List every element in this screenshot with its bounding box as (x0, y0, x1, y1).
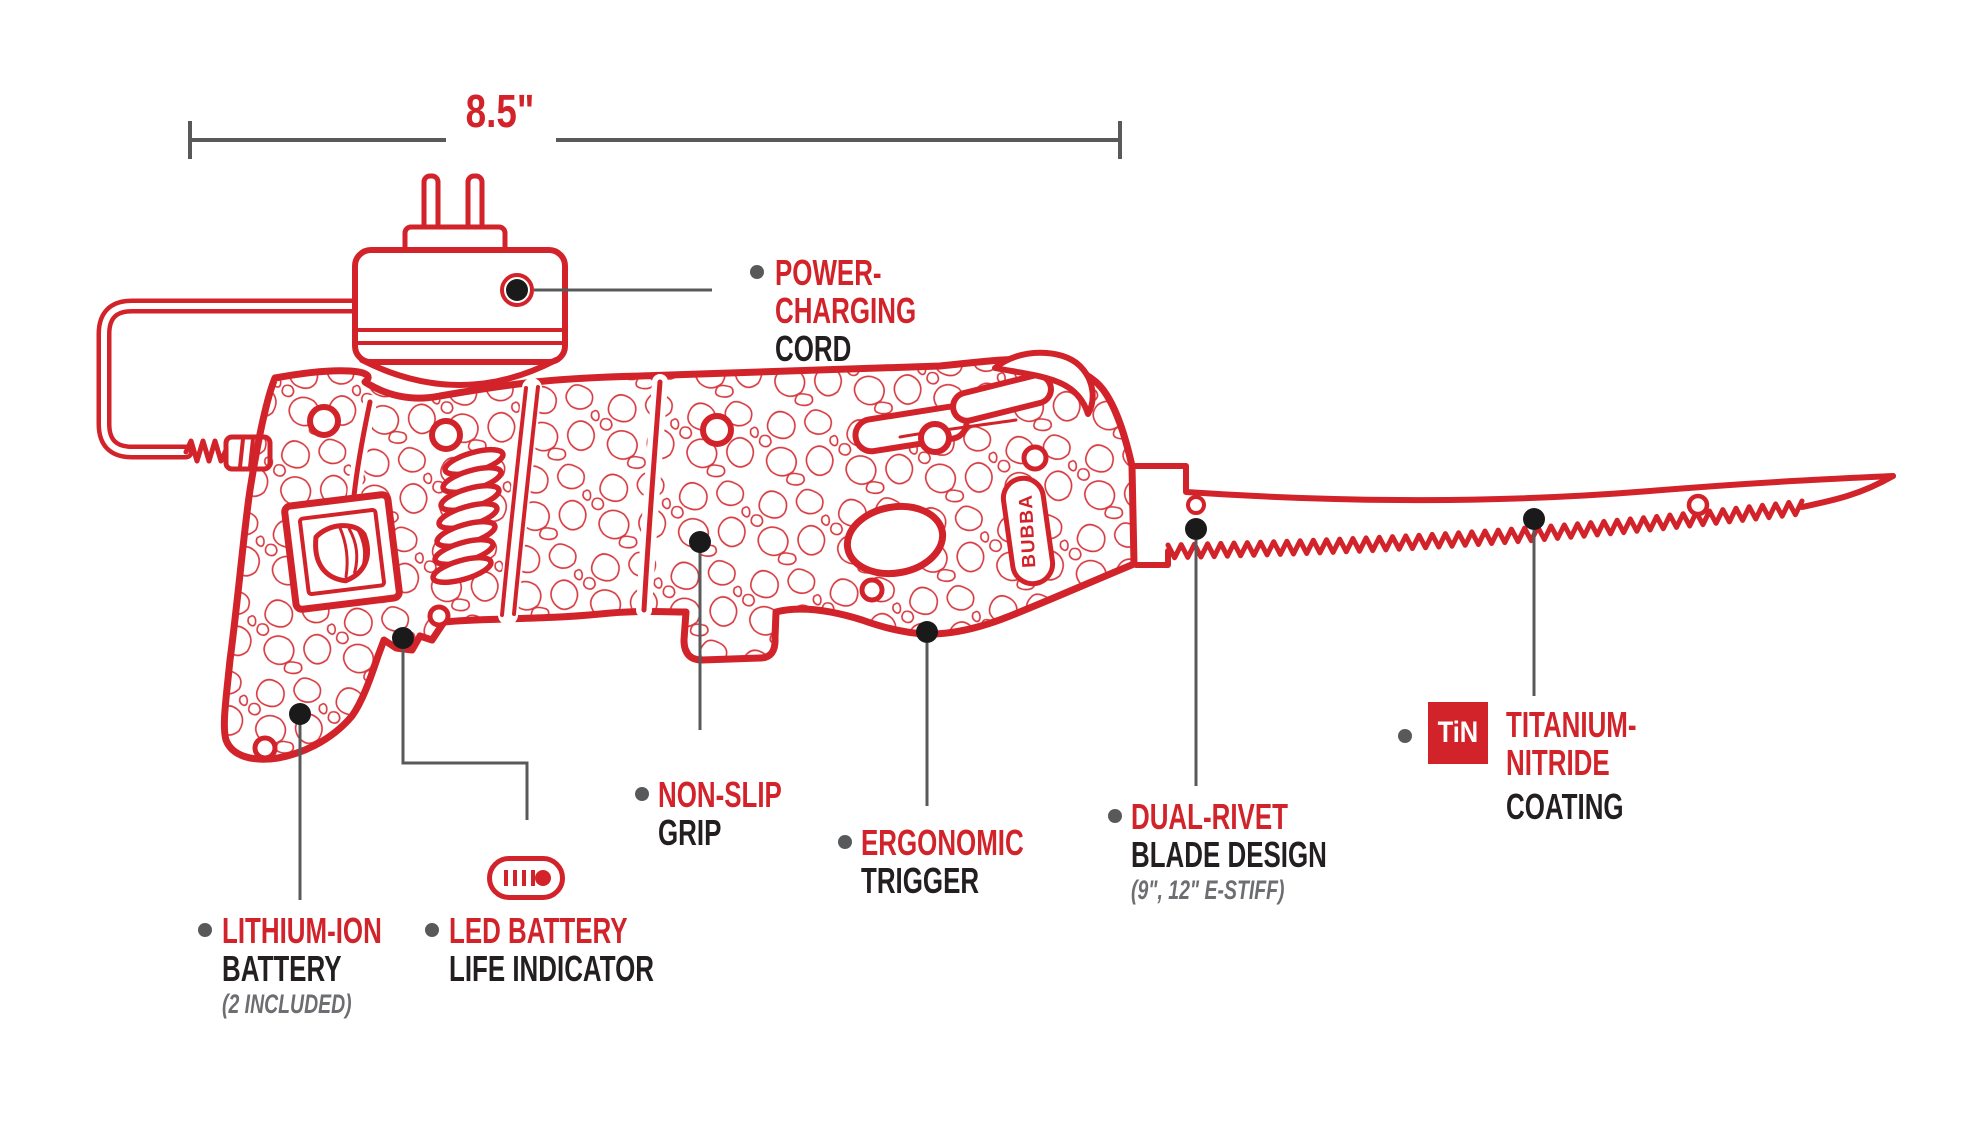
battery-label-line3: (2 INCLUDED) (222, 989, 352, 1019)
bullet-dot (1108, 809, 1122, 823)
power-cord-label-line2: CHARGING (775, 290, 917, 331)
anchor-dots (289, 273, 1545, 725)
battery-pill-icon (487, 856, 565, 900)
power-cord-label-line1: POWER- (775, 252, 882, 293)
blade-label-line3: (9", 12" E-STIFF) (1131, 875, 1285, 905)
power-cord-label-line3: CORD (775, 328, 852, 369)
brand-mark-pill: BUBBA (1000, 475, 1056, 587)
coil-detail (430, 446, 506, 586)
knife-handle-art: BUBBA (220, 349, 1138, 763)
bullet-dot (1398, 729, 1412, 743)
brand-logo-panel (281, 491, 403, 613)
bullet-dot (750, 265, 764, 279)
bullet-dot (838, 835, 852, 849)
grip-label-line1: NON-SLIP (658, 774, 782, 815)
blade-label-line1: DUAL-RIVET (1131, 796, 1288, 837)
battery-label-line2: BATTERY (222, 948, 342, 989)
rivet-dot-2 (1523, 508, 1545, 530)
led-label-line2: LIFE INDICATOR (449, 948, 654, 989)
bullet-dot (198, 923, 212, 937)
coating-label-line2: NITRIDE (1506, 742, 1610, 783)
bullet-dot (635, 787, 649, 801)
brand-mark-text: BUBBA (1016, 494, 1041, 569)
blade-art (1129, 463, 1896, 568)
tin-badge: TiN (1428, 702, 1488, 764)
rivet-dot-1 (1185, 518, 1207, 540)
bullet-dot (425, 923, 439, 937)
battery-label-line1: LITHIUM-ION (222, 910, 382, 951)
trigger-opening (843, 502, 947, 578)
leader-lines (298, 288, 1536, 900)
charger-plug-art (96, 173, 568, 472)
coating-label-line3: COATING (1506, 786, 1624, 827)
coating-label-line1: TITANIUM- (1506, 704, 1637, 745)
dimension-bracket (188, 121, 1122, 159)
dimension-label: 8.5" (465, 85, 535, 137)
tin-badge-text: TiN (1437, 716, 1479, 749)
led-label-line1: LED BATTERY (449, 910, 628, 951)
grip-label-line2: GRIP (658, 812, 722, 853)
blade-label-line2: BLADE DESIGN (1131, 834, 1327, 875)
trigger-label-line2: TRIGGER (861, 860, 980, 901)
trigger-label-line1: ERGONOMIC (861, 822, 1024, 863)
blade-hole (1686, 493, 1710, 517)
